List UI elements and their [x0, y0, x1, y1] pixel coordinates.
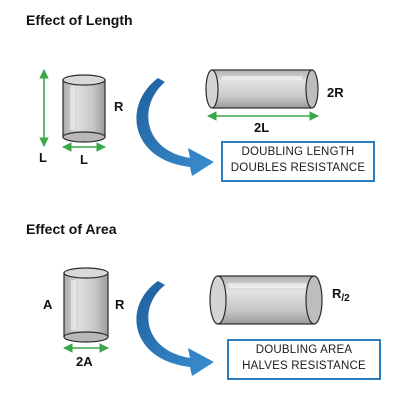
half-resistance-sub: /2	[341, 293, 350, 304]
length-section-title: Effect of Length	[26, 12, 133, 28]
area-caption-line1: DOUBLING AREA	[255, 344, 353, 356]
area-section-title: Effect of Area	[26, 221, 117, 237]
area-caption-box: DOUBLING AREA HALVES RESISTANCE	[227, 339, 381, 380]
large-resistance-label: 2R	[327, 85, 344, 100]
small-resistance-label: R	[114, 99, 124, 114]
area-resistance-label: R	[115, 297, 125, 312]
half-resistance-main: R	[332, 286, 342, 301]
height-label: L	[39, 150, 47, 165]
area-width-label: 2A	[76, 354, 93, 369]
small-cylinder-length	[62, 74, 106, 143]
width-label: L	[80, 152, 88, 167]
length-caption-line1: DOUBLING LENGTH	[241, 146, 355, 158]
area-caption-line2: HALVES RESISTANCE	[242, 360, 366, 372]
long-cylinder	[205, 69, 319, 109]
wide-cylinder	[209, 275, 323, 325]
length-caption-box: DOUBLING LENGTH DOUBLES RESISTANCE	[221, 141, 375, 182]
area-label: A	[43, 297, 53, 312]
curved-arrow-area	[136, 281, 214, 376]
small-cylinder-area	[63, 267, 109, 343]
curved-arrow-length	[136, 78, 214, 176]
length-label: 2L	[254, 120, 270, 135]
length-caption-line2: DOUBLES RESISTANCE	[230, 162, 366, 174]
half-resistance-label: R/2	[332, 286, 350, 304]
